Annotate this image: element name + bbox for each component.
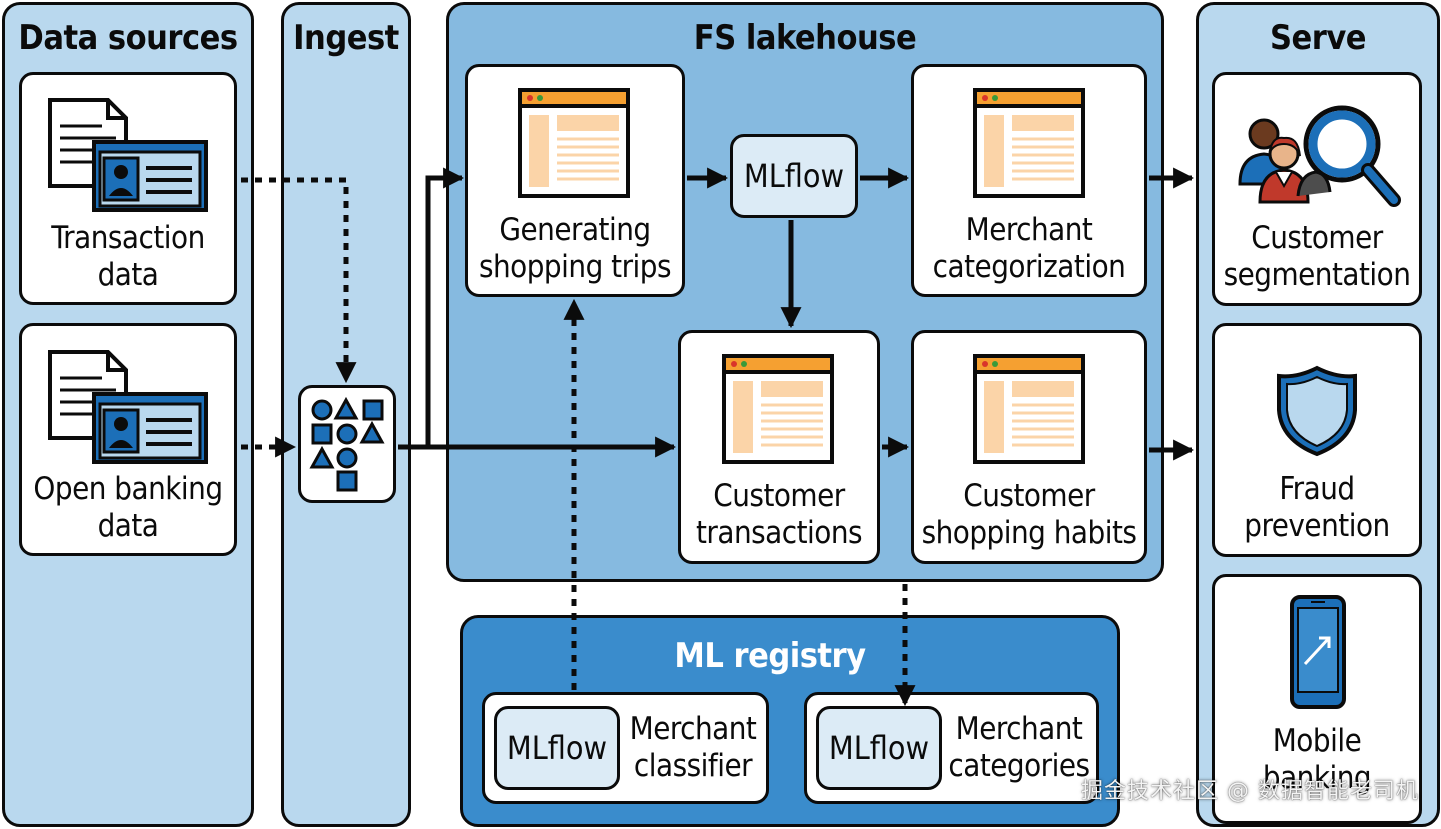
lakehouse-title: FS lakehouse	[693, 18, 917, 58]
data-sources-title: Data sources	[18, 18, 238, 58]
people-magnifier-icon	[1238, 105, 1401, 207]
shield-icon	[1277, 365, 1357, 457]
browser-window-icon	[722, 354, 834, 464]
browser-window-icon	[973, 354, 1085, 464]
mobile-phone-icon	[1290, 595, 1346, 709]
watermark-text: 掘金技术社区 @ 数据智能老司机	[1081, 779, 1419, 804]
mixed-shapes-icon	[309, 396, 385, 492]
browser-window-icon	[518, 88, 630, 198]
serve-title: Serve	[1269, 18, 1367, 58]
ingest-title: Ingest	[293, 18, 399, 58]
ingest-to-trips-arrow	[425, 167, 465, 447]
document-id-card-icon	[48, 98, 208, 212]
categories-mlflow-badge: MLflow	[816, 706, 942, 790]
lakehouse-mlflow-badge: MLflow	[730, 134, 858, 218]
document-id-card-icon	[48, 350, 208, 464]
browser-window-icon	[973, 88, 1085, 198]
ml-registry-title: ML registry	[674, 636, 866, 676]
classifier-mlflow-badge: MLflow	[494, 706, 620, 790]
transaction-to-ingest-arrow	[241, 177, 357, 384]
